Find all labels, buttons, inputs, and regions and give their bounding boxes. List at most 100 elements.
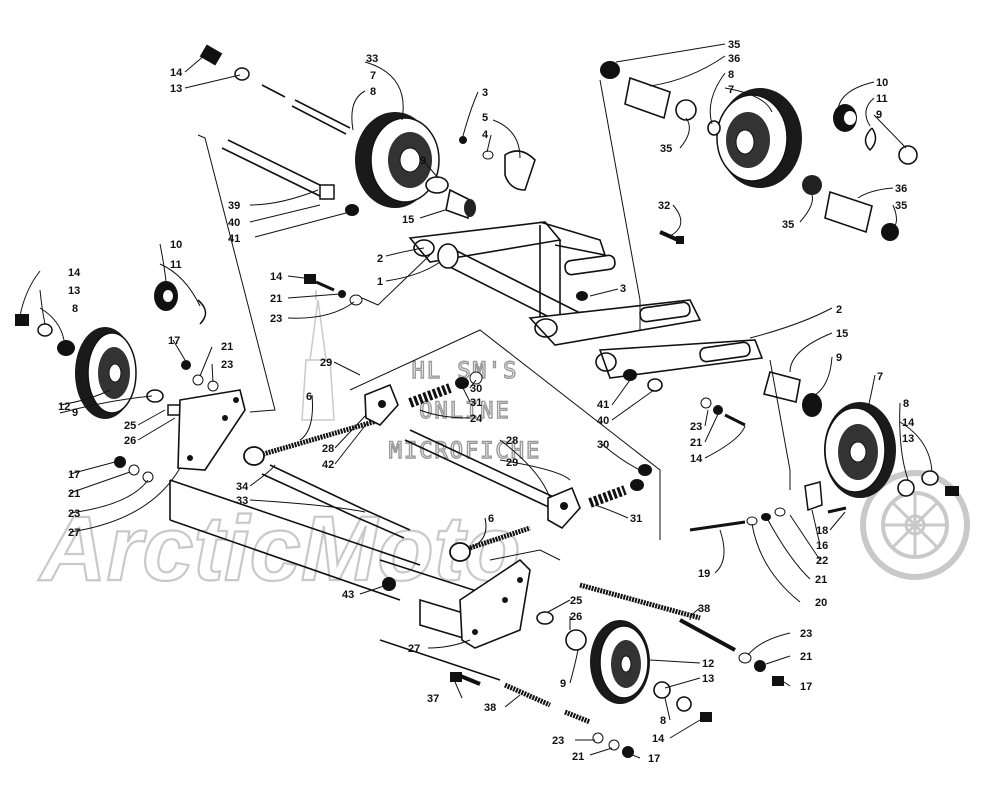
- callout-label: 30: [470, 383, 482, 395]
- callout-label: 14: [68, 267, 81, 279]
- adjuster-block-28-upper: [364, 371, 483, 426]
- callout-label: 38: [698, 603, 710, 615]
- bolt-14-upper: [199, 44, 250, 81]
- callout-label: 33: [236, 495, 248, 507]
- callout-label: 35: [660, 143, 672, 155]
- callout-label: 30: [597, 439, 609, 451]
- callout-label: 26: [570, 611, 582, 623]
- idler-wheel-upper-right: [716, 88, 802, 188]
- callout-label: 13: [702, 673, 714, 685]
- callout-label: 40: [228, 217, 240, 229]
- watermark-logo-text: ArcticMoto: [38, 498, 520, 600]
- callout-label: 9: [836, 352, 842, 364]
- spacer-36-lower: [802, 175, 899, 241]
- callout-label: 35: [728, 39, 740, 51]
- callout-label: 23: [800, 628, 812, 640]
- callout-label: 14: [270, 271, 283, 283]
- swing-arm-2-lower: [528, 299, 764, 379]
- spacer-36-upper: [600, 61, 721, 136]
- idler-wheel-upper-left: [355, 112, 440, 208]
- callout-label: 21: [800, 651, 812, 663]
- bolt-32: [576, 230, 684, 301]
- callout-label: 12: [58, 401, 70, 413]
- callout-label: 16: [816, 540, 828, 552]
- callout-label: 17: [648, 753, 660, 765]
- bolt-19: [689, 481, 847, 532]
- callout-label: 8: [72, 303, 78, 315]
- adjuster-block-28-lower: [547, 464, 652, 530]
- callout-label: 23: [270, 313, 282, 325]
- callout-label: 21: [68, 488, 80, 500]
- callout-label: 6: [306, 391, 312, 403]
- axle-shaft-39: [221, 139, 331, 199]
- callout-label: 2: [377, 253, 383, 265]
- callout-label: 21: [270, 293, 282, 305]
- shaft-34: [261, 464, 411, 539]
- callout-label: 13: [68, 285, 80, 297]
- callout-label: 31: [470, 397, 482, 409]
- adjuster-rod-6-upper: [243, 417, 381, 466]
- callout-label: 39: [228, 200, 240, 212]
- callout-label: 19: [698, 568, 710, 580]
- callout-label: 14: [652, 733, 665, 745]
- mount-bracket-27-lower: [382, 558, 531, 649]
- assembly-drawing: [15, 44, 959, 758]
- callout-label: 21: [815, 574, 827, 586]
- callout-label: 6: [488, 513, 494, 525]
- callout-label: 3: [620, 283, 626, 295]
- callout-label: 40: [597, 415, 609, 427]
- bushing-40-41: [319, 184, 359, 216]
- callout-label: 15: [402, 214, 414, 226]
- watermark-wheel-icon: [860, 470, 970, 580]
- callout-label: 41: [228, 233, 240, 245]
- idler-wheel-left: [15, 281, 207, 419]
- callout-label: 3: [482, 87, 488, 99]
- callout-label: 24: [470, 413, 483, 425]
- bearing-10-ring-11: [833, 104, 918, 165]
- callout-label: 9: [876, 109, 882, 121]
- callout-labels: 14 13 33 7 8 3 5 4 9 39 40 41 15 35 36 8…: [58, 39, 915, 765]
- callout-label: 29: [320, 357, 332, 369]
- callout-label: 10: [170, 239, 182, 251]
- watermark-line-2: ONLINE: [419, 399, 510, 424]
- callout-label: 1: [377, 276, 383, 288]
- spacer-5-bracket: [459, 136, 536, 191]
- callout-label: 13: [902, 433, 914, 445]
- spacer-9-15: [425, 176, 476, 220]
- callout-label: 5: [482, 112, 488, 124]
- callout-label: 20: [815, 597, 827, 609]
- callout-label: 37: [427, 693, 439, 705]
- callout-label: 31: [630, 513, 642, 525]
- callout-label: 33: [366, 53, 378, 65]
- callout-label: 14: [690, 453, 703, 465]
- callout-label: 32: [658, 200, 670, 212]
- callout-label: 14: [170, 67, 183, 79]
- callout-label: 9: [420, 155, 426, 167]
- callout-label: 7: [877, 371, 883, 383]
- callout-label: 34: [236, 481, 249, 493]
- callout-label: 7: [728, 84, 734, 96]
- callout-label: 43: [342, 589, 354, 601]
- bolt-37: [450, 672, 462, 682]
- callout-label: 22: [816, 555, 828, 567]
- callout-label: 23: [552, 735, 564, 747]
- group-outline: [197, 79, 791, 561]
- callout-label: 8: [728, 69, 734, 81]
- callout-label: 23: [690, 421, 702, 433]
- callout-label: 23: [68, 508, 80, 520]
- callout-label: 35: [782, 219, 794, 231]
- hardware-41-40: [623, 369, 746, 427]
- leader-lines: [19, 43, 933, 759]
- callout-label: 21: [221, 341, 233, 353]
- callout-label: 17: [800, 681, 812, 693]
- idler-wheel-lower: [536, 611, 712, 722]
- callout-label: 14: [902, 417, 915, 429]
- callout-label: 8: [370, 86, 376, 98]
- watermark-spire-icon: [301, 290, 335, 421]
- callout-label: 12: [702, 658, 714, 670]
- callout-label: 28: [506, 435, 518, 447]
- callout-label: 8: [660, 715, 666, 727]
- shaft-33-upper: [261, 84, 351, 135]
- callout-label: 8: [903, 398, 909, 410]
